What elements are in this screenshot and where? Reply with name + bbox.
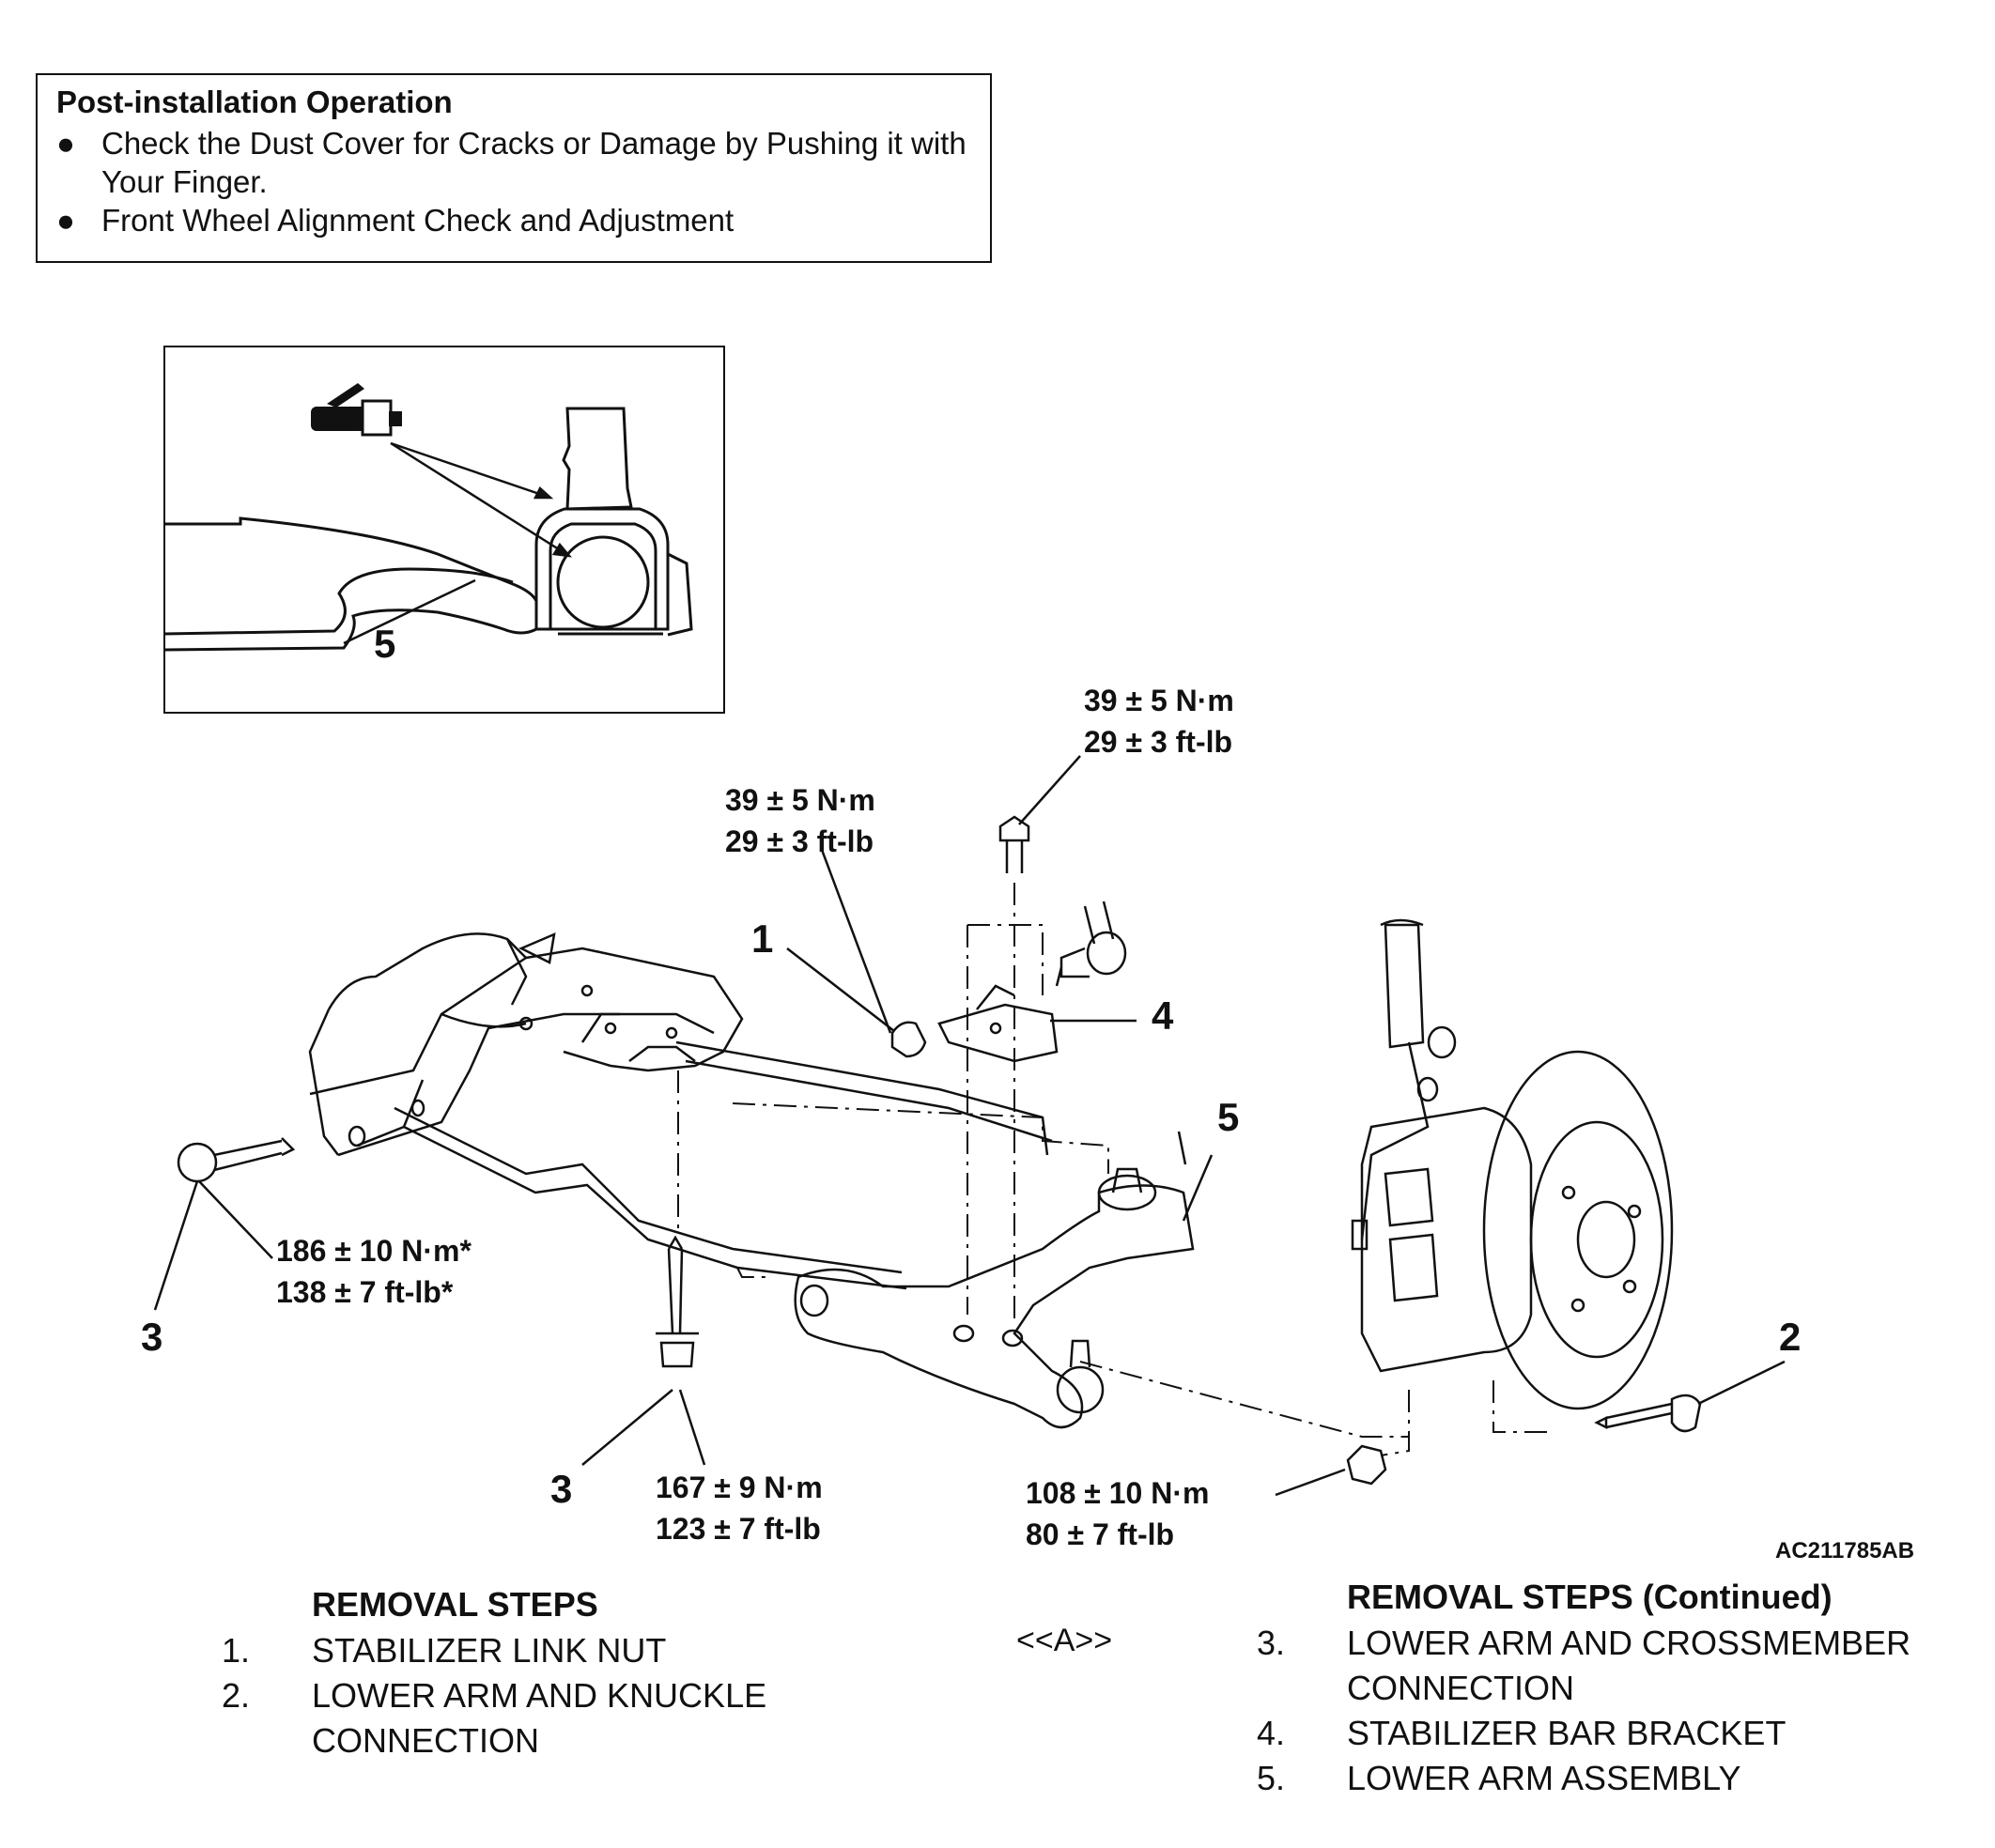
torque-spec-crossmember-bolt-vertical: 167 ± 9 N·m 123 ± 7 ft-lb <box>656 1467 823 1549</box>
list-item: 5. LOWER ARM ASSEMBLY <box>1257 1756 1989 1801</box>
step-number: 3. <box>1257 1624 1286 1662</box>
torque-ftlb: 29 ± 3 ft-lb <box>1084 725 1233 759</box>
torque-nm: 108 ± 10 N·m <box>1026 1476 1210 1510</box>
callout-4: 4 <box>1152 993 1174 1038</box>
step-label: LOWER ARM AND KNUCKLE CONNECTION <box>312 1676 767 1760</box>
step-number: 1. <box>222 1631 251 1670</box>
removal-steps-continued-title: REMOVAL STEPS (Continued) <box>1347 1578 1833 1616</box>
inset-ball-joint-detail: 5 <box>163 346 725 714</box>
list-item: 1. STABILIZER LINK NUT <box>222 1628 879 1673</box>
torque-ftlb: 138 ± 7 ft-lb* <box>276 1275 454 1309</box>
post-installation-item-text: Check the Dust Cover for Cracks or Damag… <box>101 126 967 199</box>
callout-3-vertical: 3 <box>550 1467 573 1511</box>
removal-steps-title: REMOVAL STEPS <box>312 1585 598 1624</box>
step-label: LOWER ARM ASSEMBLY <box>1347 1759 1741 1797</box>
torque-spec-knuckle-bolt: 108 ± 10 N·m 80 ± 7 ft-lb <box>1026 1472 1209 1555</box>
diagram-reference-code: AC211785AB <box>1775 1538 1915 1563</box>
ball-joint-inset-illustration <box>165 383 693 652</box>
torque-spec-crossmember-bolt-horizontal: 186 ± 10 N·m* 138 ± 7 ft-lb* <box>276 1230 472 1313</box>
torque-ftlb: 123 ± 7 ft-lb <box>656 1512 821 1546</box>
step-label: LOWER ARM AND CROSSMEMBER CONNECTION <box>1347 1624 1911 1707</box>
inset-callout-5: 5 <box>374 622 396 666</box>
removal-steps-list: 1. STABILIZER LINK NUT 2. LOWER ARM AND … <box>222 1628 879 1763</box>
callout-2: 2 <box>1779 1315 1802 1359</box>
post-installation-item: ● Front Wheel Alignment Check and Adjust… <box>56 201 971 239</box>
post-installation-box: Post-installation Operation ● Check the … <box>36 73 992 263</box>
step-number: 2. <box>222 1676 251 1715</box>
torque-nm: 186 ± 10 N·m* <box>276 1234 472 1268</box>
list-item: 2. LOWER ARM AND KNUCKLE CONNECTION <box>222 1673 879 1763</box>
list-item: 4. STABILIZER BAR BRACKET <box>1257 1711 1989 1756</box>
grease-gun-icon <box>311 383 402 437</box>
torque-ftlb: 29 ± 3 ft-lb <box>725 824 874 858</box>
torque-nm: 39 ± 5 N·m <box>725 783 875 817</box>
step-label: STABILIZER BAR BRACKET <box>1347 1714 1786 1752</box>
callout-1: 1 <box>751 916 774 961</box>
bullet-icon: ● <box>56 126 75 161</box>
step-number: 5. <box>1257 1759 1286 1797</box>
step-label: STABILIZER LINK NUT <box>312 1631 667 1670</box>
torque-spec-stabilizer-link-nut: 39 ± 5 N·m 29 ± 3 ft-lb <box>725 779 875 862</box>
post-installation-item: ● Check the Dust Cover for Cracks or Dam… <box>56 124 971 201</box>
step-number: 4. <box>1257 1714 1286 1752</box>
callout-3-horizontal: 3 <box>141 1315 163 1359</box>
list-item: 3. LOWER ARM AND CROSSMEMBER CONNECTION <box>1257 1621 1989 1711</box>
service-point-marker: <<A>> <box>1016 1623 1113 1658</box>
removal-steps-continued-list: 3. LOWER ARM AND CROSSMEMBER CONNECTION … <box>1257 1621 1989 1801</box>
torque-nm: 39 ± 5 N·m <box>1084 684 1234 717</box>
torque-nm: 167 ± 9 N·m <box>656 1471 823 1504</box>
torque-ftlb: 80 ± 7 ft-lb <box>1026 1517 1175 1551</box>
post-installation-item-text: Front Wheel Alignment Check and Adjustme… <box>101 203 735 238</box>
torque-spec-bracket-bolt: 39 ± 5 N·m 29 ± 3 ft-lb <box>1084 680 1234 762</box>
callout-5: 5 <box>1217 1095 1240 1139</box>
bullet-icon: ● <box>56 203 75 238</box>
post-installation-title: Post-installation Operation <box>56 85 453 119</box>
